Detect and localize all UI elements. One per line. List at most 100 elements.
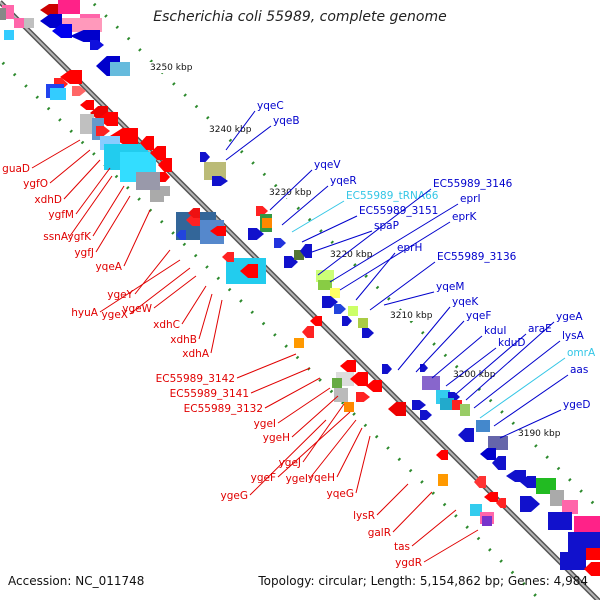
gene-feature	[340, 360, 356, 372]
gene-feature	[520, 476, 536, 488]
gene-label-forward: yqeV	[314, 159, 341, 171]
gene-feature	[96, 126, 110, 136]
gene-feature	[40, 4, 60, 16]
gene-feature	[412, 400, 426, 410]
gene-label-leader-line	[225, 110, 256, 151]
gene-feature	[204, 162, 226, 180]
gene-label-leader-line	[92, 185, 125, 237]
gene-feature	[176, 230, 186, 240]
gene-feature	[344, 402, 354, 412]
gene-label-leader-line	[311, 230, 373, 253]
gene-label-leader-line	[336, 427, 363, 478]
tick-label-background	[388, 310, 432, 321]
gene-feature	[484, 492, 498, 502]
gene-label-forward: spaP	[374, 220, 399, 232]
gene-feature	[70, 30, 100, 42]
gene-label-leader-line	[317, 188, 432, 276]
gene-label-reverse: xdhC	[153, 319, 180, 331]
gene-label-forward: ygeD	[563, 399, 590, 411]
gene-label-forward: yqeR	[330, 175, 357, 187]
gene-label-leader-line	[134, 249, 171, 295]
gene-label-forward: yqeF	[466, 310, 491, 322]
gene-feature	[140, 136, 154, 150]
tick-label: 3190 kbp	[518, 429, 561, 439]
gene-label-forward: eprK	[452, 211, 477, 223]
gene-feature	[80, 114, 94, 134]
gene-label-leader-line	[269, 169, 313, 211]
gene-label-leader-line	[301, 215, 358, 243]
tick-label: 3250 kbp	[150, 63, 193, 73]
tick-label: 3230 kbp	[269, 188, 312, 198]
gene-label-reverse: ygdR	[395, 557, 422, 569]
gene-feature	[334, 388, 348, 402]
gene-label-leader-line	[210, 299, 223, 354]
gene-label-leader-line	[493, 374, 569, 427]
gene-feature	[362, 328, 374, 338]
gene-feature	[520, 496, 540, 512]
genome-summary: Topology: circular; Length: 5,154,862 bp…	[258, 574, 588, 588]
gene-feature	[382, 364, 392, 374]
gene-label-forward: ygeA	[556, 311, 583, 323]
gene-feature	[342, 316, 352, 326]
gene-feature	[256, 206, 268, 216]
gene-label-reverse: yqeH	[308, 472, 335, 484]
gene-feature	[24, 18, 34, 28]
gene-label-leader-line	[281, 185, 329, 226]
gene-label-forward: EC55989_tRNA66	[346, 190, 439, 202]
gene-label-leader-line	[397, 306, 451, 371]
gene-label-reverse: tas	[394, 541, 410, 553]
tick-label: 3210 kbp	[390, 311, 433, 321]
tick-label-background	[148, 62, 192, 73]
gene-label-leader-line	[309, 419, 357, 479]
gene-feature	[90, 40, 104, 50]
gene-label-leader-line	[392, 491, 433, 533]
gene-feature	[488, 436, 508, 450]
gene-feature	[0, 8, 6, 20]
tick-label: 3220 kbp	[330, 250, 373, 260]
gene-feature	[420, 364, 428, 372]
gene-feature	[14, 18, 24, 28]
gene-label-reverse: ygfJ	[74, 247, 94, 259]
tick-label: 3240 kbp	[209, 125, 252, 135]
gene-features	[0, 0, 600, 576]
gene-label-reverse: ygeI	[254, 418, 276, 430]
gene-label-reverse: yqeG	[327, 488, 354, 500]
tick-label-background	[207, 124, 251, 135]
gene-label-reverse: EC55989_3141	[170, 388, 249, 400]
gene-feature	[52, 24, 72, 38]
gene-feature	[366, 380, 382, 392]
gene-feature	[160, 186, 170, 196]
gene-label-leader-line	[383, 291, 435, 306]
gene-feature	[160, 172, 170, 182]
gene-feature	[548, 512, 572, 530]
gene-label-leader-line	[123, 209, 151, 267]
gene-label-reverse: ygeH	[263, 432, 290, 444]
gene-label-leader-line	[277, 411, 351, 478]
gene-feature	[222, 252, 234, 262]
gene-feature	[438, 474, 448, 486]
gene-feature	[60, 70, 82, 84]
gene-label-forward: lysA	[562, 330, 585, 342]
gene-label-leader-line	[264, 377, 321, 409]
gene-feature	[4, 30, 14, 40]
gene-label-leader-line	[291, 395, 339, 438]
tick-label-background	[451, 369, 495, 380]
gene-label-leader-line	[423, 529, 479, 563]
gene-feature	[58, 0, 80, 14]
gene-label-forward: kduI	[484, 325, 507, 337]
gene-feature	[574, 516, 600, 532]
gene-label-leader-line	[479, 357, 566, 419]
gene-feature	[350, 372, 368, 386]
gene-feature	[302, 326, 314, 338]
gene-label-leader-line	[95, 195, 131, 253]
gene-label-forward: eprH	[397, 242, 422, 254]
gene-label-reverse: ygeW	[122, 303, 152, 315]
gene-feature	[506, 470, 526, 482]
gene-feature	[274, 238, 286, 248]
tick-label: 3200 kbp	[453, 370, 496, 380]
gene-feature	[586, 548, 600, 560]
gene-label-reverse: guaD	[2, 163, 30, 175]
gene-label-leader-line	[499, 409, 562, 439]
gene-label-reverse: xdhB	[170, 334, 197, 346]
